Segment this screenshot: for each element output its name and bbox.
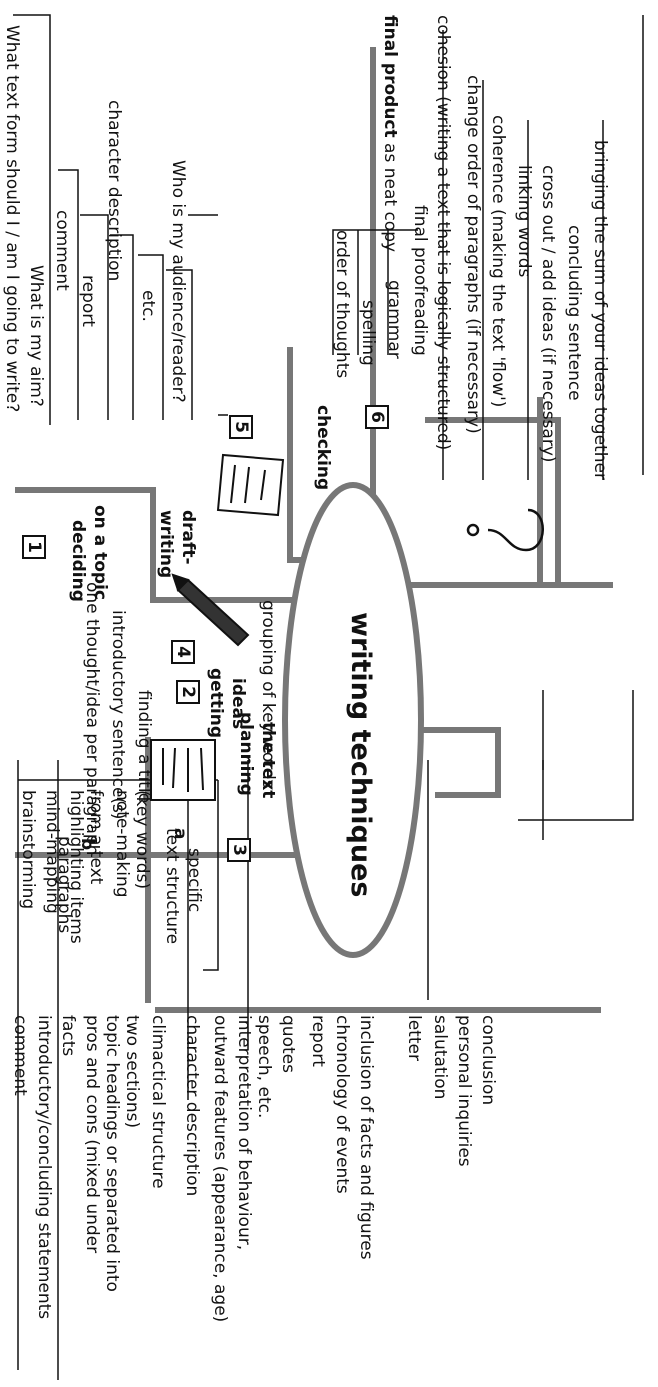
cohesion-item-2: change order of paragraphs (if necessary… bbox=[463, 75, 483, 434]
step-5-number: 5 bbox=[229, 415, 253, 439]
structure-character-item-3: speech, etc. bbox=[254, 1015, 274, 1118]
step-2-item-key-words: (key words) bbox=[132, 790, 152, 889]
step-4-title-line2: writing bbox=[156, 510, 176, 578]
pencil-icon bbox=[173, 575, 248, 645]
step-1-item-text-form: What text form should I / am I going to … bbox=[2, 25, 22, 412]
structure-comment-item-6: climactical structure bbox=[148, 1015, 168, 1189]
step-6-title-bold: final product bbox=[380, 15, 400, 138]
paragraph-item-one-thought: one thought/idea per paragraph bbox=[82, 582, 102, 855]
structure-letter-label: letter bbox=[404, 1015, 424, 1061]
step-3-a-line2: text structure bbox=[162, 828, 182, 944]
step-6-title: final product as neat copy bbox=[380, 15, 400, 252]
structure-letter-item-2: personal inquiries bbox=[454, 1015, 474, 1167]
cohesion-item-4: linking words bbox=[514, 165, 534, 277]
step-3-a-line1: specific bbox=[184, 848, 204, 912]
step-3-number: 3 bbox=[227, 838, 251, 862]
step-6-number: 6 bbox=[365, 405, 389, 429]
step-5-item-proofreading: final proofreading bbox=[410, 205, 430, 356]
step-5-item-order: order of thoughts bbox=[332, 230, 352, 378]
paragraph-item-title: finding a title bbox=[134, 690, 154, 803]
question-mark-icon bbox=[468, 510, 543, 550]
structure-report-label: report bbox=[308, 1015, 328, 1067]
step-2-number: 2 bbox=[176, 680, 200, 704]
paragraph-item-intro: introductory sentence(s) bbox=[108, 610, 128, 820]
step-1-item-audience: Who is my audience/reader? bbox=[168, 160, 188, 403]
step-1-number: 1 bbox=[22, 535, 46, 559]
center-title: writing techniques bbox=[350, 612, 370, 897]
structure-comment-item-2: facts bbox=[58, 1015, 78, 1056]
step-3-title-line1: planning bbox=[236, 712, 256, 796]
step-4-title-line1: draft- bbox=[178, 510, 198, 565]
step-1-item-aim: What is my aim? bbox=[26, 265, 46, 407]
step-2-title-line1: getting bbox=[206, 668, 226, 738]
structure-character-label: character description bbox=[182, 1015, 202, 1196]
structure-letter-item-3: conclusion bbox=[478, 1015, 498, 1105]
structure-character-item-2: interpretation of behaviour, bbox=[234, 1015, 254, 1250]
structure-comment-label: comment bbox=[10, 1015, 30, 1096]
structure-character-item-1: outward features (appearance, age) bbox=[210, 1015, 230, 1322]
cohesion-item-5: cross out / add ideas (if necessary) bbox=[538, 165, 558, 463]
cohesion-item-6: concluding sentence bbox=[564, 225, 584, 401]
paragraph-item-grouping: grouping of key words bbox=[258, 600, 278, 789]
structure-report-item-2: inclusion of facts and figures bbox=[356, 1015, 376, 1260]
structure-character-item-4: quotes bbox=[278, 1015, 298, 1073]
cohesion-item-3: coherence (making the text 'flow') bbox=[488, 115, 508, 407]
step-4-number: 4 bbox=[171, 640, 195, 664]
paper-icon bbox=[218, 455, 283, 515]
step-1-item-etc: etc. bbox=[138, 290, 158, 322]
structure-comment-item-4: topic headings or separated into bbox=[102, 1015, 122, 1292]
structure-comment-item-1: introductory/concluding statements bbox=[34, 1015, 54, 1319]
structure-letter-item-1: salutation bbox=[430, 1015, 450, 1099]
cohesion-item-7: bringing the sum of your ideas together bbox=[590, 140, 610, 480]
notes-icon bbox=[151, 740, 215, 800]
step-3-b-text: paragraphs bbox=[54, 836, 74, 933]
step-6-title-rest: as neat copy bbox=[380, 138, 400, 252]
structure-report-item-1: chronology of events bbox=[332, 1015, 352, 1194]
structure-comment-item-3: pros and cons (mixed under bbox=[82, 1015, 102, 1253]
step-5-item-grammar: grammar bbox=[384, 280, 404, 359]
step-5-title: checking bbox=[313, 405, 333, 490]
structure-comment-item-5: two sections) bbox=[122, 1015, 142, 1128]
step-1-item-character: character description bbox=[104, 100, 124, 281]
cohesion-item-1: cohesion (writing a text that is logical… bbox=[433, 15, 453, 450]
step-1-item-comment: comment bbox=[52, 210, 72, 291]
step-2-item-brainstorming: brainstorming bbox=[18, 790, 38, 909]
step-5-item-spelling: spelling bbox=[358, 300, 378, 366]
step-1-item-report: report bbox=[78, 275, 98, 327]
